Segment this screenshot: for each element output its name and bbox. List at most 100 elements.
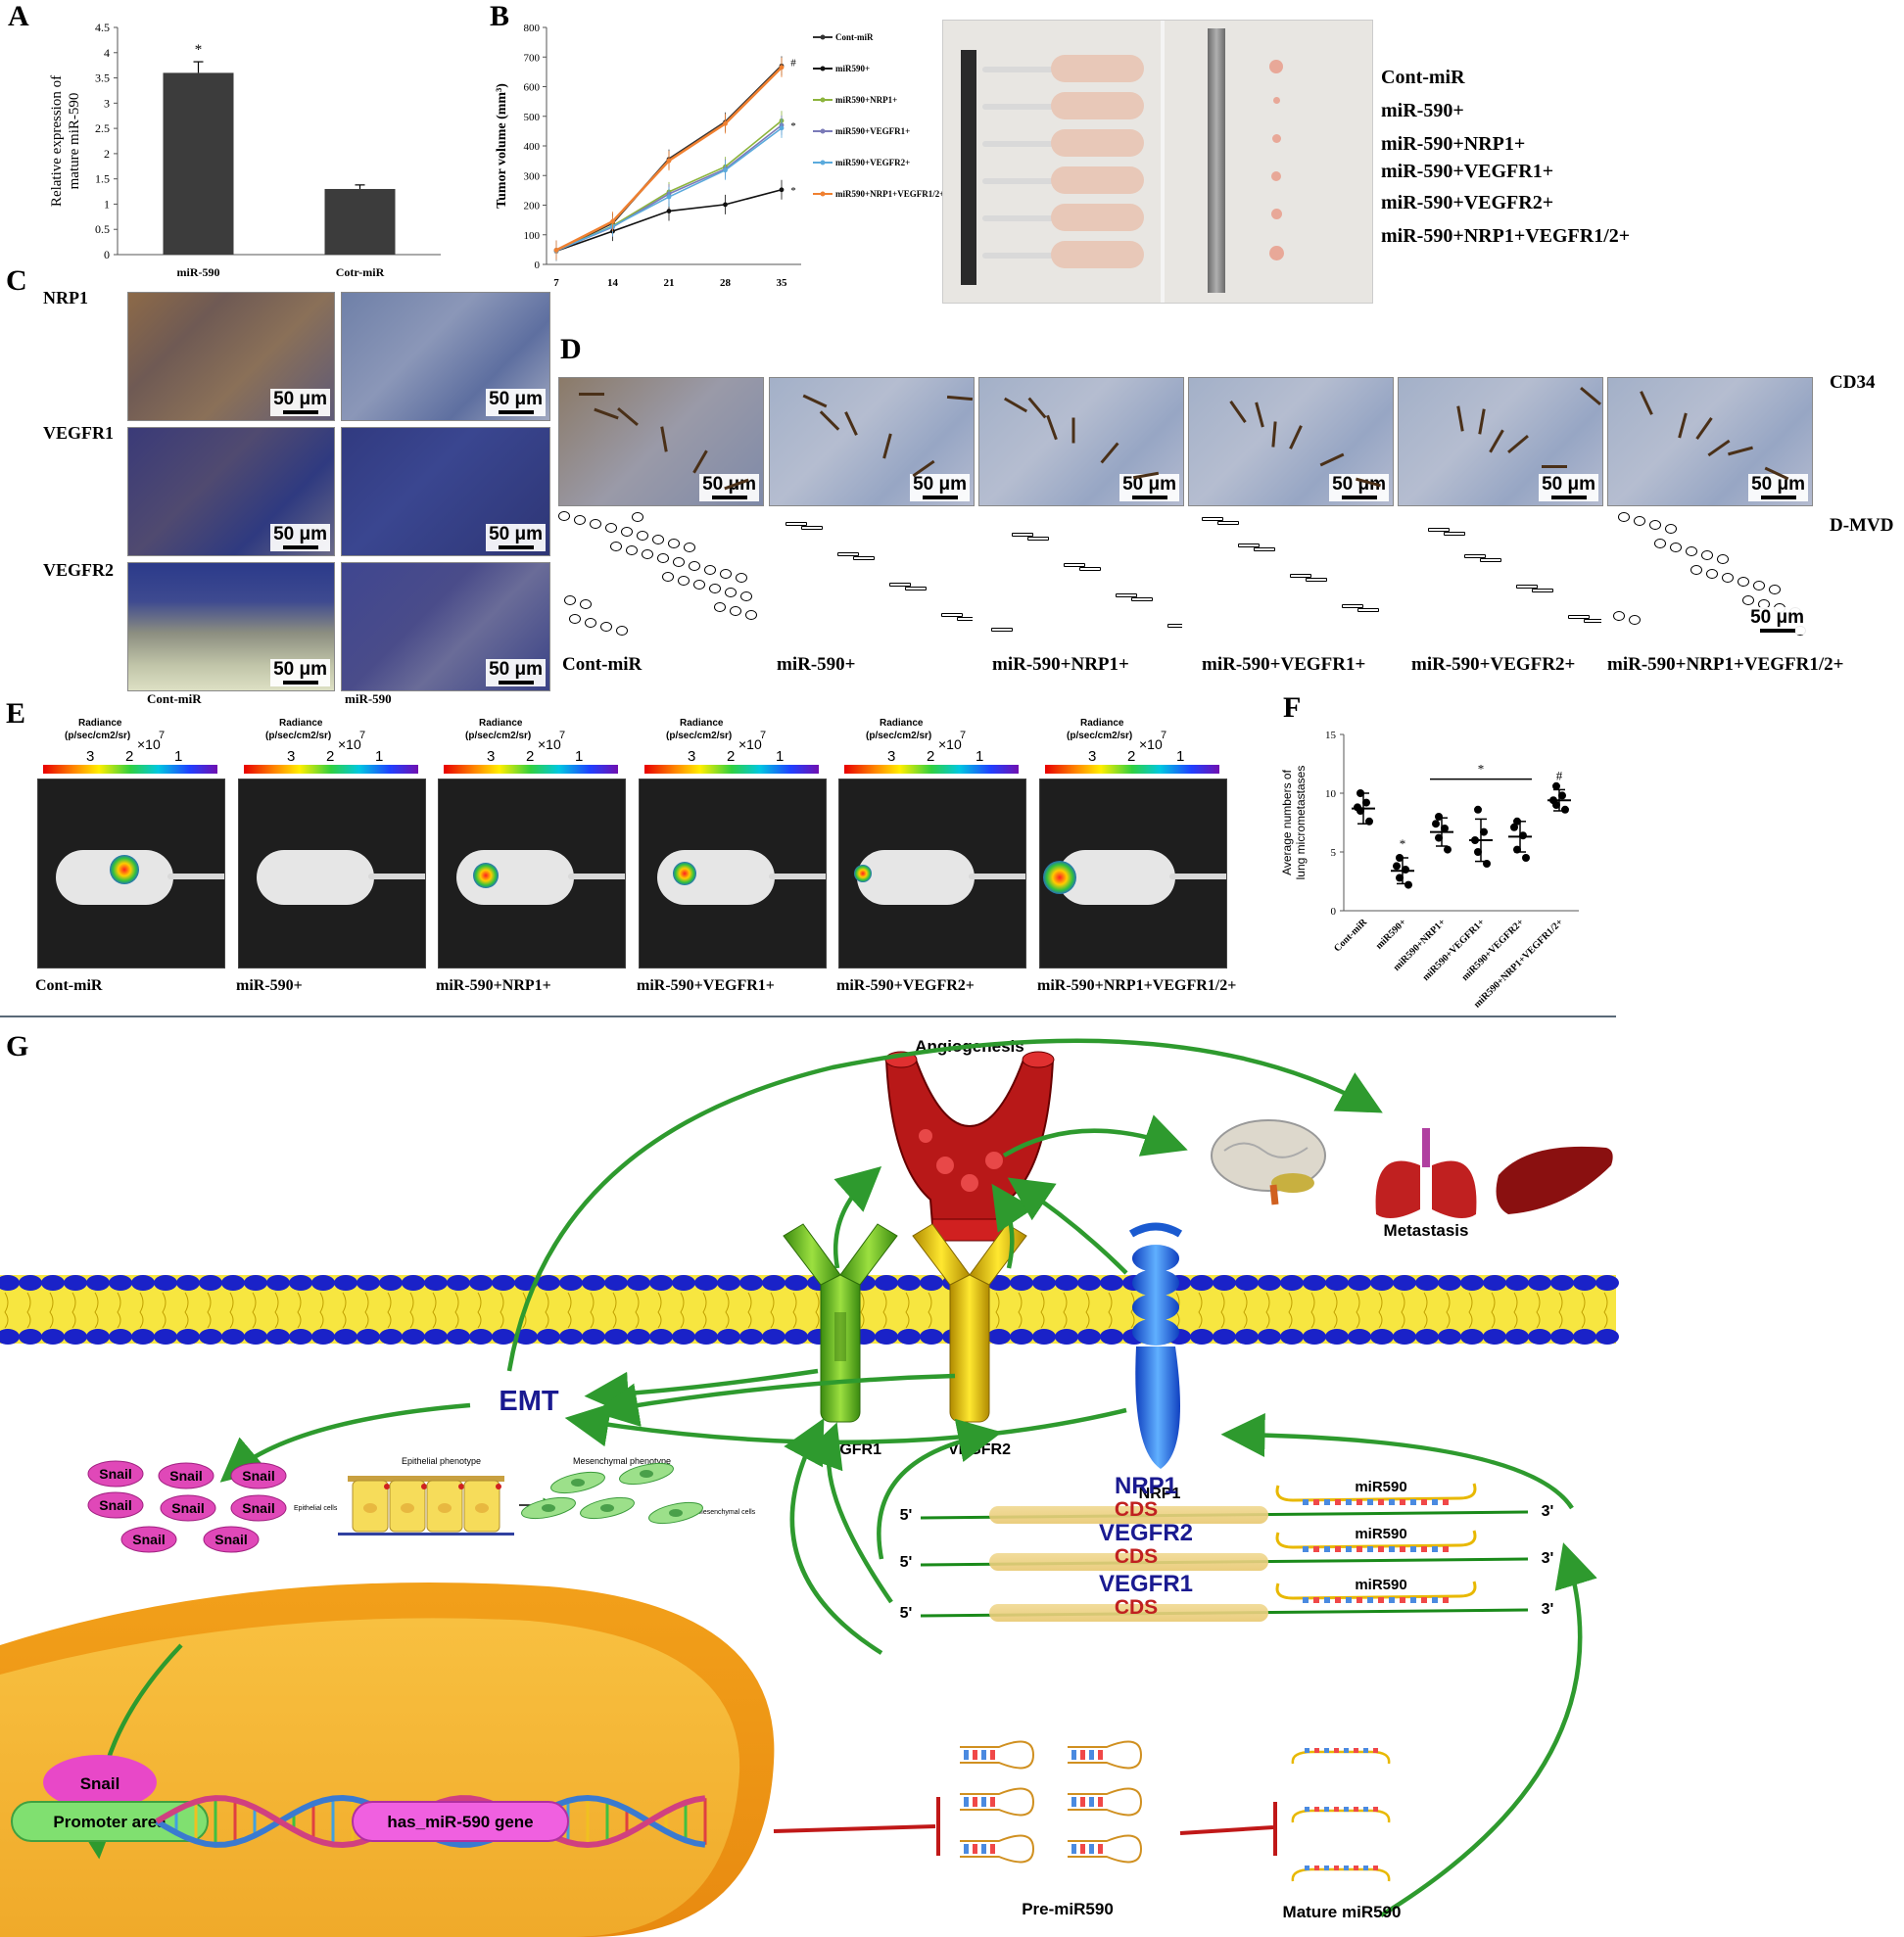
base-pair bbox=[1080, 1750, 1085, 1760]
bioluminescence-photo bbox=[438, 779, 626, 968]
vessel-outline bbox=[957, 617, 973, 621]
radiance-tick: 3 bbox=[487, 748, 496, 765]
mir590-bound-label: miR590 bbox=[1355, 1526, 1406, 1542]
mouse-tail bbox=[982, 253, 1061, 259]
lipid-tail bbox=[162, 1292, 167, 1329]
x-tick-label: miR590+ bbox=[1374, 917, 1409, 952]
lipid-tail bbox=[1513, 1292, 1518, 1329]
radiance-color-bar bbox=[844, 765, 1019, 774]
scale-bar: 50 μm bbox=[1119, 474, 1179, 501]
snail-label: Snail bbox=[99, 1497, 131, 1513]
lipid-tail bbox=[1243, 1292, 1248, 1329]
mice-photo bbox=[942, 20, 1373, 304]
pre-mir-hairpin bbox=[960, 1834, 1035, 1864]
lipid-tail bbox=[1491, 1292, 1496, 1329]
histo-d-mvd: 50 μm bbox=[1607, 511, 1811, 638]
base-pair bbox=[1335, 1499, 1341, 1505]
lipid-tail bbox=[207, 1292, 212, 1329]
vessel-outline bbox=[1464, 554, 1486, 558]
lipid-head bbox=[1348, 1329, 1371, 1345]
base-pair bbox=[1303, 1499, 1309, 1505]
panel-letter-a: A bbox=[8, 0, 29, 32]
lipid-head bbox=[64, 1275, 87, 1291]
y-tick-label: 800 bbox=[524, 23, 541, 34]
lipid-head bbox=[1303, 1275, 1326, 1291]
base-pair bbox=[1346, 1499, 1352, 1505]
tumor-sample bbox=[1271, 134, 1281, 143]
lipid-head bbox=[875, 1275, 898, 1291]
lipid-head bbox=[1460, 1329, 1484, 1345]
radiance-tick: 3 bbox=[287, 748, 296, 765]
vessel-mark bbox=[882, 433, 892, 459]
y-tick-label: 4 bbox=[104, 46, 110, 60]
significance-mark: * bbox=[1400, 836, 1406, 851]
base-pair bbox=[990, 1797, 995, 1807]
lipid-head bbox=[402, 1275, 425, 1291]
lipid-head bbox=[1100, 1275, 1123, 1291]
base-pair bbox=[1098, 1750, 1103, 1760]
base-pair bbox=[1367, 1546, 1373, 1552]
mir590-bound bbox=[1275, 1581, 1477, 1600]
vessel-outline bbox=[1670, 543, 1682, 552]
mouse-tail bbox=[982, 104, 1061, 110]
c-row-label-vegfr1: VEGFR1 bbox=[43, 423, 114, 443]
pre-mir-hairpin bbox=[1068, 1787, 1143, 1817]
lipid-head bbox=[221, 1275, 245, 1291]
base-pair bbox=[981, 1844, 986, 1854]
scale-bar: 50 μm bbox=[486, 524, 546, 551]
vessel-outline bbox=[714, 602, 726, 612]
bioluminescence-photo bbox=[639, 779, 827, 968]
nrp1-label: NRP1 bbox=[1139, 1486, 1181, 1502]
vessel-outline bbox=[1532, 589, 1553, 592]
panel-letter-e: E bbox=[6, 697, 26, 730]
lipid-head bbox=[1213, 1275, 1236, 1291]
lipid-tail bbox=[680, 1292, 685, 1329]
lungs-icon bbox=[1375, 1128, 1477, 1218]
vessel-outline bbox=[632, 512, 643, 522]
radiance-exponent: ×10 bbox=[738, 736, 762, 752]
base-pair bbox=[1432, 1597, 1438, 1603]
y-tick-label: 2.5 bbox=[95, 121, 110, 135]
lipid-head bbox=[1595, 1275, 1619, 1291]
lipid-head bbox=[1550, 1329, 1574, 1345]
data-point bbox=[1522, 854, 1530, 862]
cds-region bbox=[989, 1604, 1268, 1622]
lipid-head bbox=[64, 1329, 87, 1345]
snail-label: Snail bbox=[169, 1468, 202, 1484]
base-pair bbox=[981, 1797, 986, 1807]
lipid-head bbox=[649, 1329, 673, 1345]
cell-nucleus bbox=[363, 1503, 377, 1513]
vessel-outline bbox=[610, 542, 622, 551]
lipid-head bbox=[109, 1275, 132, 1291]
y-axis-label: lung micrometastases bbox=[1294, 766, 1308, 880]
lipid-head bbox=[311, 1275, 335, 1291]
lipid-tail bbox=[747, 1292, 752, 1329]
bioluminescence-photo bbox=[238, 779, 426, 968]
mir590-bound-label: miR590 bbox=[1355, 1577, 1406, 1593]
scale-bar: 50 μm bbox=[1747, 607, 1807, 635]
snail-label: Snail bbox=[132, 1532, 165, 1547]
base-pair bbox=[1363, 1748, 1368, 1753]
vessel-outline bbox=[745, 610, 757, 620]
base-pair bbox=[1367, 1597, 1373, 1603]
base-pair bbox=[1089, 1797, 1094, 1807]
mouse-tail bbox=[167, 874, 224, 879]
data-point bbox=[1474, 805, 1482, 814]
base-pair bbox=[1080, 1797, 1085, 1807]
bracket-significance-mark: * bbox=[1478, 762, 1485, 777]
legend-label: miR590+NRP1+VEGFR1/2+ bbox=[835, 189, 944, 199]
y-tick-label: 0 bbox=[535, 260, 541, 271]
base-pair bbox=[1432, 1499, 1438, 1505]
mir590-bound bbox=[1275, 1530, 1477, 1549]
vessel-mark bbox=[1456, 405, 1464, 432]
vessel-outline bbox=[1706, 569, 1718, 579]
lipid-head bbox=[0, 1329, 20, 1345]
lipid-head bbox=[627, 1275, 650, 1291]
histo-d-cd34: 50 μm bbox=[1398, 377, 1603, 506]
y-tick-label: 700 bbox=[524, 52, 541, 64]
pre-mir-hairpin bbox=[1068, 1834, 1143, 1864]
cds-label: CDS bbox=[1115, 1596, 1158, 1619]
vessel-outline bbox=[801, 526, 823, 530]
lipid-head bbox=[334, 1275, 357, 1291]
lipid-head bbox=[244, 1275, 267, 1291]
